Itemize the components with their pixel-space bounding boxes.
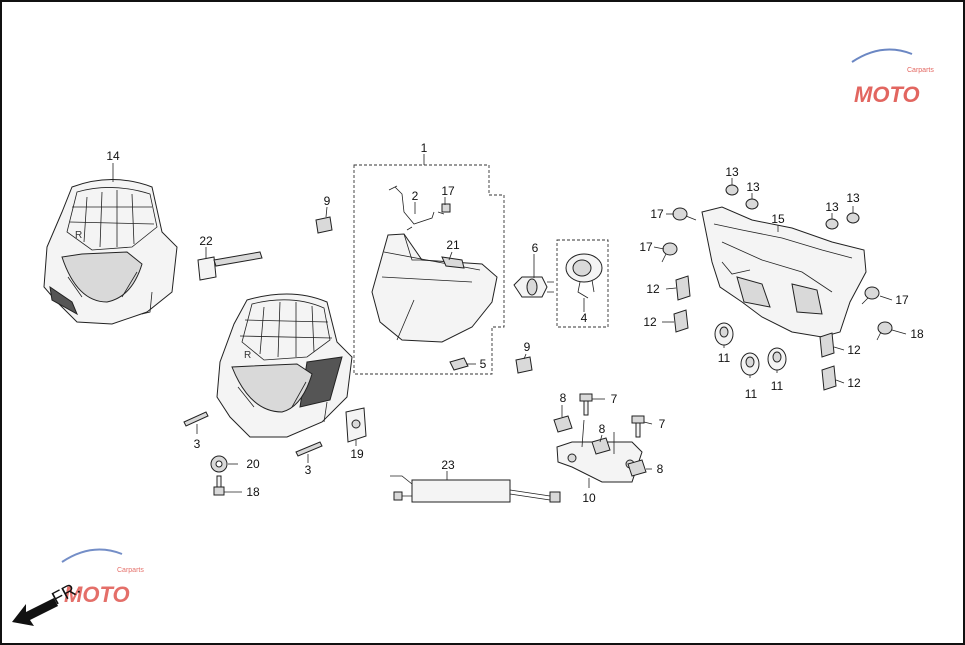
clip-nut-9-bottom (515, 356, 533, 374)
nut-13-d (846, 212, 860, 224)
label-23: 23 (441, 458, 455, 472)
socket-4 (565, 253, 603, 299)
bolt-7-b (631, 415, 645, 438)
bulb-6 (513, 276, 554, 298)
watermark-logo-top: MOTO Carparts (851, 48, 934, 107)
wire-spring-2 (388, 185, 435, 231)
label-12-a: 12 (646, 282, 660, 296)
label-11-b: 11 (745, 387, 758, 401)
label-22: 22 (199, 234, 213, 248)
washer-20 (210, 455, 228, 473)
label-16: 17 (441, 184, 455, 198)
label-17-d: 18 (910, 327, 924, 341)
label-8-b: 8 (599, 422, 606, 436)
watermark-logo-bottom: MOTO Carparts (61, 548, 144, 607)
headlight-cover-14: R (43, 179, 178, 325)
strip-22 (197, 251, 263, 281)
label-12-b: 12 (643, 315, 657, 329)
label-3-left: 3 (194, 437, 201, 451)
nut-8-b (591, 437, 611, 455)
clip-12-d (821, 365, 837, 391)
clip-nut-9-top (315, 216, 333, 234)
watermark-brand-bottom: MOTO (64, 582, 130, 607)
bracket-19 (345, 407, 367, 443)
clip-5 (449, 357, 469, 371)
svg-text:R: R (244, 350, 251, 361)
grommet-11-a (714, 322, 734, 346)
label-18: 18 (246, 485, 260, 499)
label-13-c: 13 (825, 200, 839, 214)
label-17-c: 17 (895, 293, 909, 307)
nut-8-a (553, 415, 573, 433)
label-4: 4 (581, 311, 588, 325)
group-1-outline (353, 164, 505, 375)
label-14: 14 (106, 149, 120, 163)
label-9-top: 9 (324, 194, 331, 208)
label-13-b: 13 (746, 180, 760, 194)
bolt-7-a (579, 393, 593, 416)
label-15: 15 (771, 212, 785, 226)
nut-13-c (825, 218, 839, 230)
label-1: 1 (421, 141, 428, 155)
bolt-17-c (861, 286, 880, 305)
label-6: 6 (532, 241, 539, 255)
label-10: 10 (582, 491, 596, 505)
strip-3-left (183, 411, 209, 427)
label-5: 5 (480, 357, 487, 371)
front-arrow-icon (12, 598, 58, 626)
label-13-d: 13 (846, 191, 860, 205)
label-13-a: 13 (725, 165, 739, 179)
bolt-18 (213, 475, 225, 496)
svg-text:R: R (75, 230, 82, 241)
nut-13-b (745, 198, 759, 210)
label-17-b: 17 (639, 240, 653, 254)
leader-lines (112, 154, 907, 493)
watermark-sub-bottom: Carparts (117, 567, 144, 574)
label-12-c: 12 (847, 343, 861, 357)
harness-23 (390, 475, 561, 503)
clip-12-b (673, 309, 689, 333)
label-20: 20 (246, 457, 260, 471)
strip-3-right (295, 441, 323, 457)
clip-12-c (819, 332, 835, 358)
headlight-cover-assembly: R (216, 293, 353, 438)
bolt-17-a (672, 207, 697, 221)
clip-12-a (675, 275, 691, 301)
nut-13-a (725, 184, 739, 196)
screw-16 (437, 203, 451, 215)
group-4-outline (556, 239, 609, 328)
bolt-17-b (661, 242, 678, 263)
grommet-11-c (767, 347, 787, 371)
label-12-d: 12 (847, 376, 861, 390)
label-17-a: 17 (650, 207, 664, 221)
label-11-a: 11 (718, 351, 731, 365)
label-3-right: 3 (305, 463, 312, 477)
nut-8-c (627, 459, 647, 477)
label-21: 21 (446, 238, 460, 252)
grommet-11-b (740, 352, 760, 376)
watermark-brand-top: MOTO (854, 82, 920, 107)
label-2: 2 (412, 189, 419, 203)
part-labels: 14 22 9 1 2 17 21 6 4 5 9 3 3 19 20 18 2… (106, 141, 924, 505)
bolt-17-d (876, 321, 893, 341)
label-19: 19 (350, 447, 364, 461)
headlight-lens-21 (371, 233, 498, 343)
label-7-a: 7 (611, 392, 618, 406)
label-7-b: 7 (659, 417, 666, 431)
watermark-sub-top: Carparts (907, 67, 934, 74)
label-11-c: 11 (771, 379, 784, 393)
label-9-bottom: 9 (524, 340, 531, 354)
label-8-a: 8 (560, 391, 567, 405)
label-8-c: 8 (657, 462, 664, 476)
bracket-15 (701, 206, 867, 338)
